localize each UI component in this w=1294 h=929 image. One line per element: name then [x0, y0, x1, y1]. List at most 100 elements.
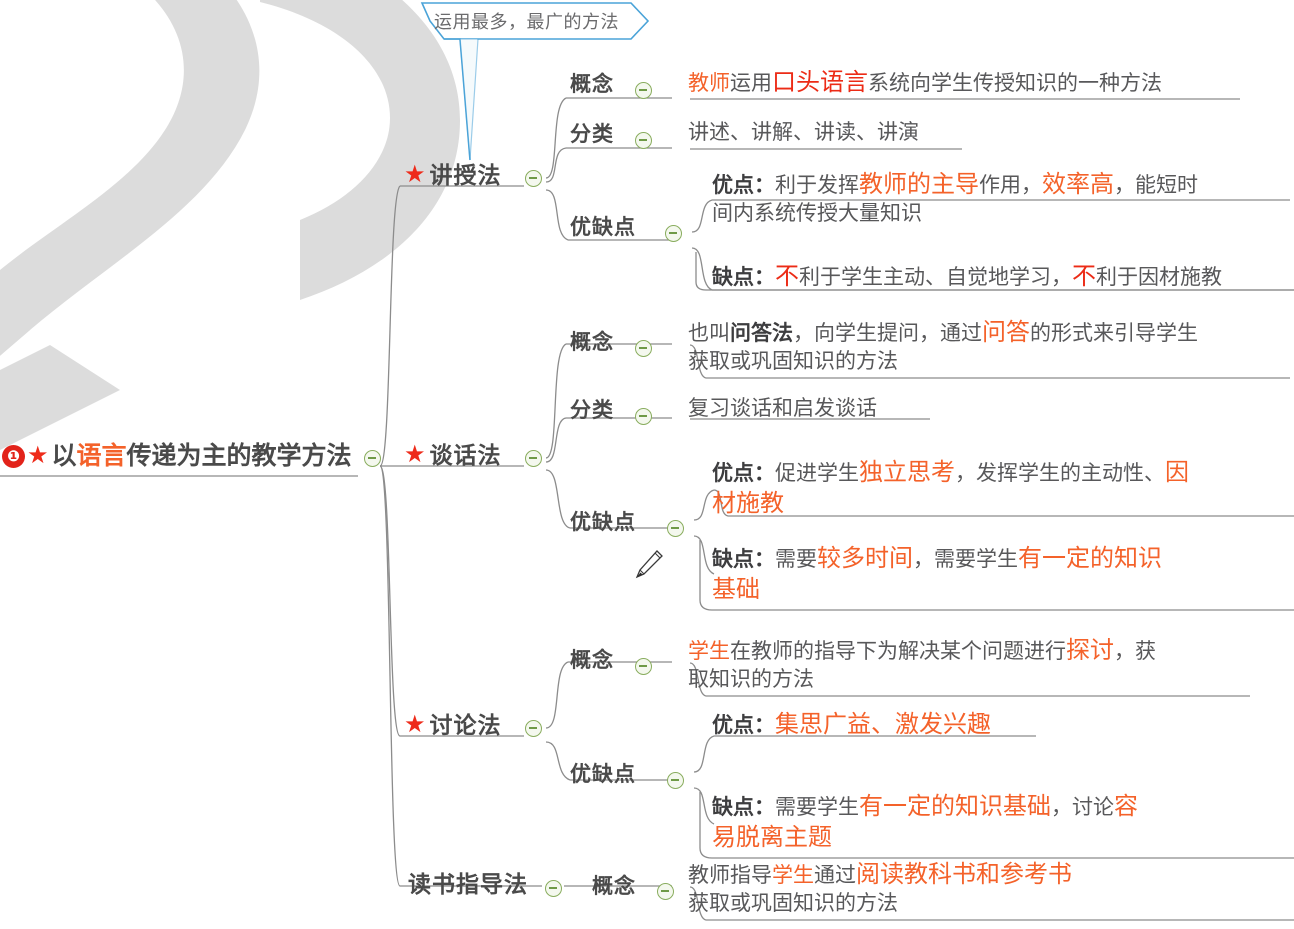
branch-label: 读书指导法: [408, 871, 528, 897]
seg: 较多时间: [817, 545, 913, 572]
root-text-highlight: 语言: [76, 442, 127, 470]
row-content-1-1[interactable]: 讲述、讲解、讲读、讲演: [688, 120, 919, 147]
row-content-4-0[interactable]: 教师指导学生通过阅读教科书和参考书获取或巩固知识的方法: [688, 860, 1268, 918]
row-content-2-1[interactable]: 复习谈话和启发谈话: [688, 396, 877, 423]
row-label-4-0[interactable]: 概念: [592, 875, 636, 898]
seg: 因: [1165, 459, 1189, 486]
branch-label: 讨论法: [429, 712, 502, 738]
seg: 通过: [814, 864, 856, 887]
row-label-2-1[interactable]: 分类: [570, 399, 614, 422]
row-label-1-2[interactable]: 优缺点: [570, 216, 636, 239]
seg: 系统向学生传授知识的一种方法: [868, 72, 1162, 95]
seg: 讲述、讲解、讲读、讲演: [688, 121, 919, 144]
seg: 问答法: [730, 322, 793, 345]
root-number-badge: ❶: [2, 445, 25, 468]
toggle-4-0[interactable]: [657, 883, 674, 900]
callout-bubble: 运用最多，最广的方法: [400, 0, 653, 161]
seg: ，获: [1114, 640, 1156, 663]
star-icon: ★: [27, 442, 49, 469]
seg: 易脱离主题: [712, 823, 832, 851]
seg: 独立思考: [859, 459, 955, 486]
row-content-3-0[interactable]: 学生在教师的指导下为解决某个问题进行探讨，获取知识的方法: [688, 636, 1268, 694]
seg: 问答: [982, 319, 1030, 346]
row-label-2-0[interactable]: 概念: [570, 331, 614, 354]
toggle-2-0[interactable]: [635, 340, 652, 357]
toggle-3-0[interactable]: [635, 658, 652, 675]
seg: 材施教: [712, 489, 784, 517]
row-label-3-1[interactable]: 优缺点: [570, 763, 636, 786]
seg: 容: [1114, 793, 1138, 820]
seg: 需要学生: [775, 796, 859, 819]
branch-title-4[interactable]: 读书指导法: [408, 870, 528, 899]
seg: 集思广益、激发兴趣: [775, 711, 991, 738]
row-sub-3-1-0[interactable]: 优点：集思广益、激发兴趣: [712, 710, 991, 741]
branch-label: 讲授法: [429, 162, 502, 188]
seg: 基础: [712, 575, 760, 603]
row-sub-2-2-1[interactable]: 缺点：需要较多时间，需要学生有一定的知识基础: [712, 544, 1272, 605]
seg: 间内系统传授大量知识: [712, 201, 922, 225]
row-content-1-0[interactable]: 教师运用口头语言系统向学生传授知识的一种方法: [688, 68, 1162, 99]
seg: 教师指导: [688, 864, 772, 887]
root-node[interactable]: ❶★以语言传递为主的教学方法: [2, 440, 352, 472]
toggle-3-1[interactable]: [667, 772, 684, 789]
toggle-branch-2[interactable]: [525, 450, 542, 467]
star-icon: ★: [404, 161, 427, 188]
row-sub-1-2-1[interactable]: 缺点：不利于学生主动、自觉地学习，不利于因材施教: [712, 262, 1222, 293]
seg-prefix: 缺点：: [712, 266, 775, 289]
seg: 复习谈话和启发谈话: [688, 397, 877, 420]
seg: 不: [775, 263, 799, 290]
seg-prefix: 缺点：: [712, 548, 775, 571]
row-sub-1-2-0[interactable]: 优点：利于发挥教师的主导作用，效率高，能短时间内系统传授大量知识: [712, 170, 1272, 228]
toggle-root[interactable]: [364, 450, 381, 467]
toggle-1-2[interactable]: [665, 225, 682, 242]
branch-title-2[interactable]: ★谈话法: [404, 440, 502, 471]
seg: 效率高: [1042, 171, 1114, 198]
seg: ，能短时: [1114, 174, 1198, 197]
row-sub-2-2-0[interactable]: 优点：促进学生独立思考，发挥学生的主动性、因材施教: [712, 458, 1272, 519]
toggle-branch-4[interactable]: [545, 880, 562, 897]
toggle-branch-3[interactable]: [525, 720, 542, 737]
seg: 利于发挥: [775, 174, 859, 197]
pencil-cursor-icon: [635, 550, 663, 579]
seg: 作用，: [979, 174, 1042, 197]
seg: 教师的主导: [859, 171, 979, 198]
row-label-1-0[interactable]: 概念: [570, 73, 614, 96]
row-label-3-0[interactable]: 概念: [570, 649, 614, 672]
seg-prefix: 优点：: [712, 462, 775, 485]
root-text-post: 传递为主的教学方法: [126, 442, 352, 470]
root-text-pre: 以: [51, 442, 77, 470]
toggle-1-0[interactable]: [635, 82, 652, 99]
seg: 在教师的指导下为解决某个问题进行: [730, 640, 1066, 663]
branch-title-3[interactable]: ★讨论法: [404, 710, 502, 741]
seg: 取知识的方法: [688, 667, 814, 691]
seg-prefix: 优点：: [712, 714, 775, 737]
row-sub-3-1-1[interactable]: 缺点：需要学生有一定的知识基础，讨论容易脱离主题: [712, 792, 1272, 853]
star-icon: ★: [404, 711, 427, 738]
row-label-2-2[interactable]: 优缺点: [570, 511, 636, 534]
seg: 学生: [772, 864, 814, 887]
seg: ，发挥学生的主动性、: [955, 462, 1165, 485]
seg: 有一定的知识: [1018, 545, 1162, 572]
toggle-2-2[interactable]: [667, 520, 684, 537]
star-icon: ★: [404, 441, 427, 468]
row-content-2-0[interactable]: 也叫问答法，向学生提问，通过问答的形式来引导学生获取或巩固知识的方法: [688, 318, 1268, 376]
toggle-branch-1[interactable]: [525, 170, 542, 187]
seg: 不: [1072, 263, 1096, 290]
seg: 口头语言: [772, 69, 868, 96]
seg: ，需要学生: [913, 548, 1018, 571]
seg: 获取或巩固知识的方法: [688, 349, 898, 373]
seg: 探讨: [1066, 637, 1114, 664]
toggle-2-1[interactable]: [635, 408, 652, 425]
toggle-1-1[interactable]: [635, 132, 652, 149]
seg: 利于因材施教: [1096, 266, 1222, 289]
seg: 阅读教科书和参考书: [856, 861, 1072, 888]
seg: 有一定的知识基础: [859, 793, 1051, 820]
row-label-1-1[interactable]: 分类: [570, 123, 614, 146]
seg: ，讨论: [1051, 796, 1114, 819]
seg-prefix: 缺点：: [712, 796, 775, 819]
seg: 利于学生主动、自觉地学习，: [799, 266, 1072, 289]
branch-title-1[interactable]: ★讲授法: [404, 160, 502, 191]
seg: 获取或巩固知识的方法: [688, 891, 898, 915]
branch-label: 谈话法: [429, 442, 502, 468]
